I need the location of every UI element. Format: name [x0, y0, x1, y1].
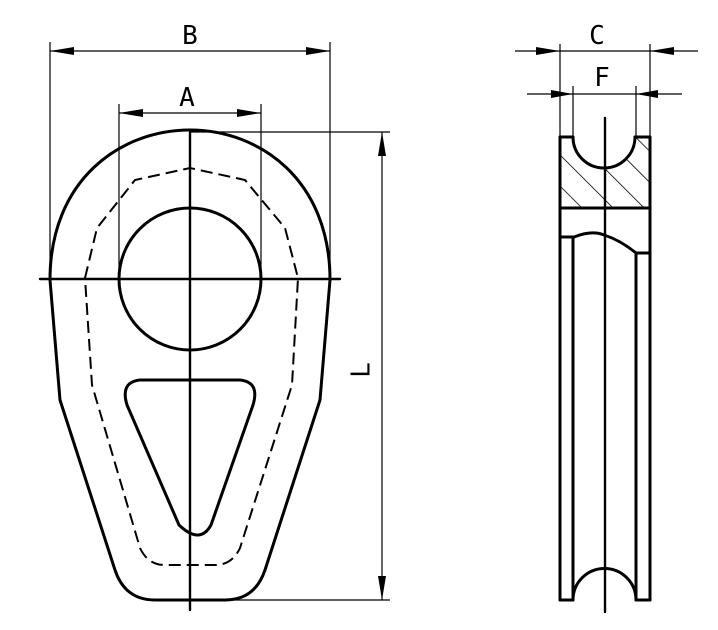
dimension-f: F — [527, 63, 682, 137]
dim-label-f: F — [594, 63, 610, 93]
rope-groove-dashed-outline — [83, 166, 300, 566]
dim-label-l: L — [347, 362, 377, 378]
dimension-l: L — [190, 131, 390, 601]
thimble-outer-outline — [48, 128, 332, 602]
side-view — [558, 116, 652, 614]
dimension-c: C — [515, 21, 698, 137]
dim-c-arrow-left — [536, 47, 560, 55]
front-view — [38, 128, 342, 612]
rope-window-triangle — [123, 378, 257, 537]
dim-a-arrow-left — [119, 109, 143, 117]
dim-l-arrow-top — [378, 132, 386, 156]
dim-b-arrow-left — [50, 47, 74, 55]
dim-f-arrow-right — [636, 90, 658, 98]
dim-f-arrow-left — [551, 90, 573, 98]
dim-label-b: B — [182, 21, 198, 51]
dimension-a: A — [118, 83, 262, 279]
dim-c-arrow-right — [650, 47, 674, 55]
dimension-b: B — [49, 21, 331, 280]
dim-label-a: A — [179, 83, 195, 113]
dim-b-arrow-right — [306, 47, 330, 55]
dim-a-arrow-right — [237, 109, 261, 117]
dim-l-arrow-bottom — [378, 576, 386, 600]
dim-label-c: C — [589, 21, 605, 51]
